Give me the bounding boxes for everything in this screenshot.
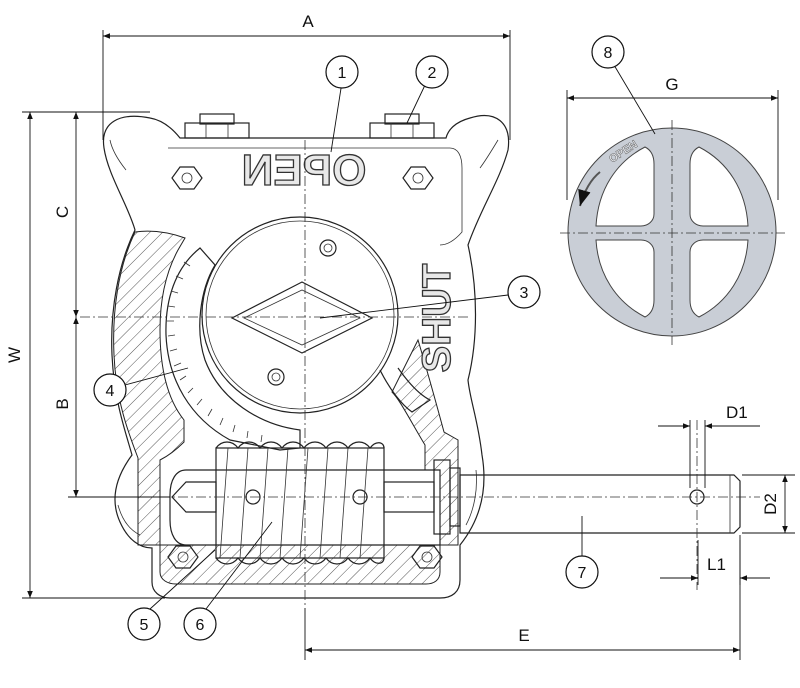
callout-5-number: 5 (140, 617, 149, 634)
callout-4-number: 4 (106, 383, 115, 400)
side-shut-engraving: SHUT (415, 264, 459, 373)
callout-1-number: 1 (338, 65, 347, 82)
top-nuts (184, 113, 435, 139)
callout-3: 3 (507, 275, 541, 309)
dimension-lines (22, 30, 795, 660)
dim-label-g: G (665, 75, 678, 94)
bolt-hex-head (402, 166, 434, 190)
worm-gear-segment (165, 247, 301, 451)
callout-3-number: 3 (520, 285, 529, 302)
bolt-hex-head (171, 166, 203, 190)
dim-label-l1: L1 (707, 555, 726, 574)
callout-5: 5 (127, 607, 161, 641)
callout-6: 6 (183, 607, 217, 641)
callout-2: 2 (415, 55, 449, 89)
center-lines (80, 140, 760, 608)
cover-bolts (167, 166, 443, 569)
callout-8-number: 8 (604, 45, 613, 62)
gear-hub (201, 216, 432, 414)
callout-leaders (124, 64, 656, 610)
handwheel (560, 120, 785, 345)
dim-label-d2: D2 (761, 493, 780, 515)
cover-open-engraving: OPEN (242, 146, 367, 195)
callout-2-number: 2 (428, 65, 437, 82)
dim-label-a: A (302, 12, 314, 31)
callout-6-number: 6 (196, 617, 205, 634)
callout-8: 8 (591, 35, 625, 69)
dim-label-w: W (5, 347, 24, 363)
dim-label-d1: D1 (726, 403, 748, 422)
callout-4: 4 (93, 373, 127, 407)
dim-label-c: C (53, 206, 72, 218)
dim-label-b: B (53, 398, 72, 409)
bolt-hex-head (167, 545, 199, 569)
callout-7-number: 7 (578, 565, 587, 582)
callout-1: 1 (325, 55, 359, 89)
callout-7: 7 (565, 555, 599, 589)
bolt-hex-head (411, 545, 443, 569)
dim-label-e: E (518, 626, 529, 645)
